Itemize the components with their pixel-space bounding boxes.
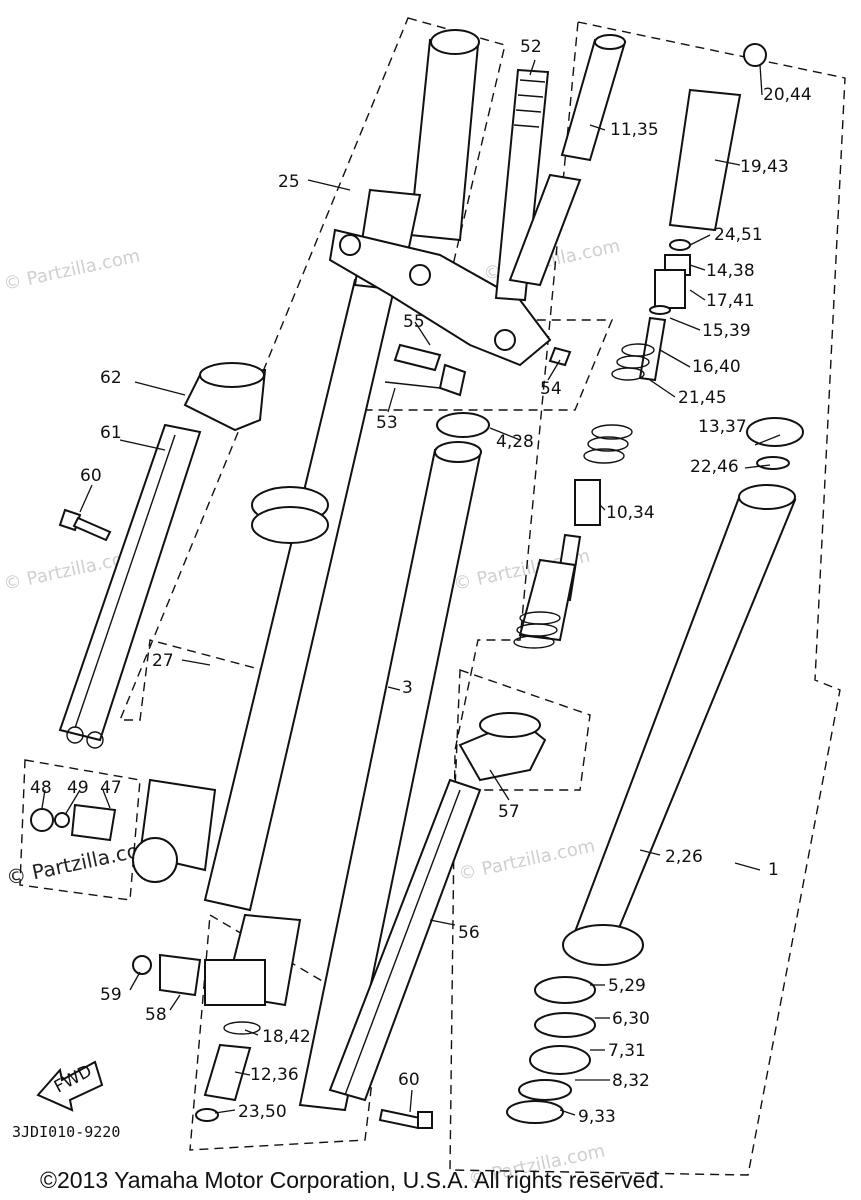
callout-1: 1 xyxy=(768,860,779,880)
callout-9-33: 9,33 xyxy=(578,1107,616,1127)
inner-tube-3 xyxy=(298,412,490,1112)
callout-8-32: 8,32 xyxy=(612,1071,650,1091)
axle-holder-47-49 xyxy=(30,803,117,842)
callout-58: 58 xyxy=(145,1005,167,1025)
leader-lines xyxy=(41,59,781,1116)
fork-guard-56 xyxy=(328,712,547,1102)
callout-12-36: 12,36 xyxy=(250,1065,299,1085)
callout-6-30: 6,30 xyxy=(612,1009,650,1029)
callout-13-37: 13,37 xyxy=(698,417,747,437)
callout-59: 59 xyxy=(100,985,122,1005)
outline-guard-56 xyxy=(454,669,591,791)
outline-assembly-1 xyxy=(449,21,846,1176)
bracket-55 xyxy=(384,343,572,397)
outer-tube-2-26 xyxy=(562,417,804,966)
callout-labels: 25 52 11,35 20,44 19,43 24,51 14,38 17,4… xyxy=(30,37,812,1127)
callout-11-35: 11,35 xyxy=(610,120,659,140)
callout-54: 54 xyxy=(540,379,562,399)
fork-guard-61 xyxy=(58,362,267,749)
callout-25: 25 xyxy=(278,172,300,192)
callout-53: 53 xyxy=(376,413,398,433)
callout-15-39: 15,39 xyxy=(702,321,751,341)
callout-2-26: 2,26 xyxy=(665,847,703,867)
callout-16-40: 16,40 xyxy=(692,357,741,377)
callout-4-28: 4,28 xyxy=(496,432,534,452)
callout-17-41: 17,41 xyxy=(706,291,755,311)
bolt-60-upper xyxy=(58,508,112,542)
callout-5-29: 5,29 xyxy=(608,976,646,996)
triple-clamp xyxy=(328,228,552,367)
callout-18-42: 18,42 xyxy=(262,1027,311,1047)
callout-57: 57 xyxy=(498,802,520,822)
callout-27: 27 xyxy=(152,651,174,671)
callout-49: 49 xyxy=(67,778,89,798)
callout-60-lower: 60 xyxy=(398,1070,420,1090)
outline-assembly-3 xyxy=(189,913,381,1151)
watermark: © Partzilla.com xyxy=(457,835,597,884)
callout-23-50: 23,50 xyxy=(238,1102,287,1122)
callout-61: 61 xyxy=(100,423,122,443)
callout-24-51: 24,51 xyxy=(714,225,763,245)
diagram-code: 3JDI010-9220 xyxy=(12,1123,120,1141)
outline-lower-left xyxy=(19,759,141,901)
callout-48: 48 xyxy=(30,778,52,798)
callout-14-38: 14,38 xyxy=(706,261,755,281)
outer-tube-27 xyxy=(132,278,397,912)
damper-rod-11-35 xyxy=(508,34,627,287)
callout-62: 62 xyxy=(100,368,122,388)
lower-parts-3 xyxy=(132,913,302,1122)
callout-56: 56 xyxy=(458,923,480,943)
callout-55: 55 xyxy=(403,312,425,332)
callout-19-43: 19,43 xyxy=(740,157,789,177)
forward-arrow-icon: FWD xyxy=(36,1060,104,1112)
callout-7-31: 7,31 xyxy=(608,1041,646,1061)
callout-3: 3 xyxy=(402,678,413,698)
seals-and-bushings xyxy=(506,976,596,1124)
cartridge-assembly xyxy=(513,43,767,649)
callout-60-upper: 60 xyxy=(80,466,102,486)
watermark: © Partzilla.com xyxy=(2,245,142,294)
steering-stem-52 xyxy=(494,68,550,302)
callout-47: 47 xyxy=(100,778,122,798)
callout-52: 52 xyxy=(520,37,542,57)
callout-21-45: 21,45 xyxy=(678,388,727,408)
copyright-notice: ©2013 Yamaha Motor Corporation, U.S.A. A… xyxy=(40,1167,665,1193)
callout-10-34: 10,34 xyxy=(606,503,655,523)
bolt-60-lower xyxy=(378,1108,433,1130)
callout-22-46: 22,46 xyxy=(690,457,739,477)
callout-20-44: 20,44 xyxy=(763,85,812,105)
